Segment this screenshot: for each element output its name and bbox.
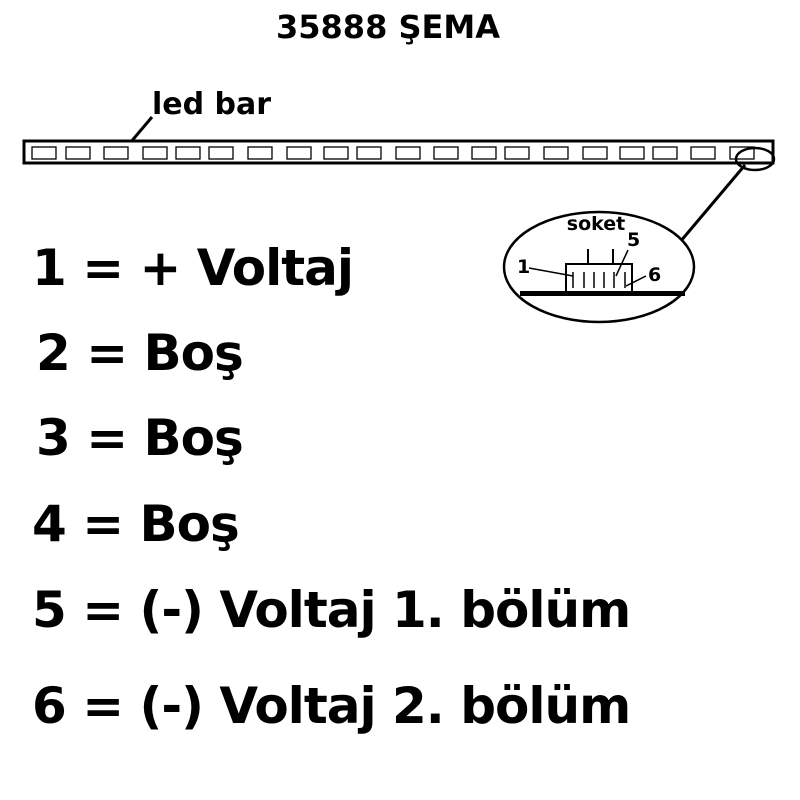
zoom-highlight-circle [734, 146, 776, 172]
pinout-line-6: 6 = (-) Voltaj 2. bölüm [32, 677, 630, 735]
pinout-line-5: 5 = (-) Voltaj 1. bölüm [32, 581, 630, 639]
pinout-line-4: 4 = Boş [32, 495, 239, 553]
led [247, 146, 273, 160]
led [471, 146, 497, 160]
led [323, 146, 349, 160]
led [433, 146, 459, 160]
led-bar-label: led bar [152, 87, 271, 122]
led [208, 146, 234, 160]
pin-label-5: 5 [627, 229, 640, 251]
socket-body [565, 263, 633, 293]
pcb-base [520, 291, 685, 296]
pin-label-6: 6 [648, 264, 661, 286]
pin-1-leader [528, 267, 574, 277]
led-group [31, 146, 755, 160]
socket-label: soket [567, 213, 625, 235]
zoom-connector-line [678, 164, 747, 243]
pinout-line-1: 1 = + Voltaj [32, 239, 353, 297]
led [65, 146, 91, 160]
led [356, 146, 382, 160]
socket-callout: soket 1 5 6 [502, 210, 696, 324]
socket-pins [572, 272, 626, 288]
led [690, 146, 716, 160]
pinout-line-3: 3 = Boş [36, 409, 243, 467]
led [31, 146, 57, 160]
led [286, 146, 312, 160]
led [175, 146, 201, 160]
led [395, 146, 421, 160]
pinout-line-2: 2 = Boş [36, 324, 243, 382]
led [652, 146, 678, 160]
led [543, 146, 569, 160]
led [504, 146, 530, 160]
led [103, 146, 129, 160]
led [619, 146, 645, 160]
diagram-title: 35888 ŞEMA [276, 8, 500, 46]
pin-5-leader [615, 249, 629, 277]
led [142, 146, 168, 160]
led [582, 146, 608, 160]
pin-6-leader [625, 275, 647, 287]
led-bar-pointer [128, 116, 154, 144]
pin-label-1: 1 [517, 256, 530, 278]
